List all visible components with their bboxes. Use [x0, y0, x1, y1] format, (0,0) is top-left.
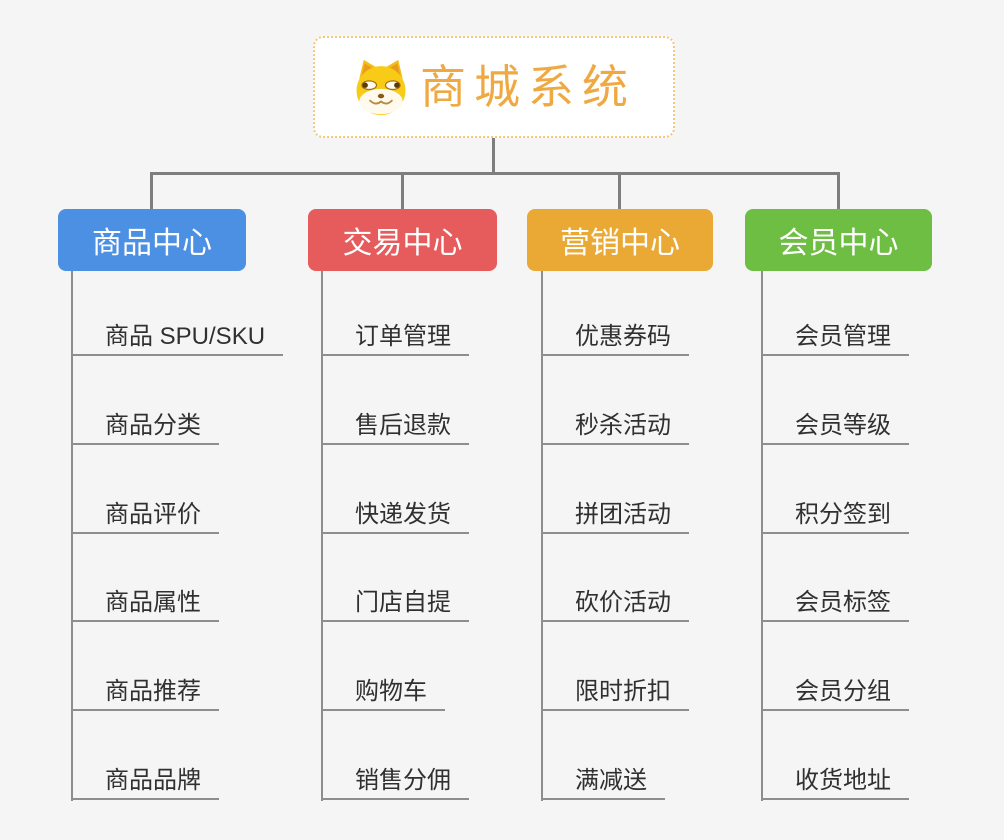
- connector-horizontal-bar: [150, 172, 840, 175]
- child-node[interactable]: 满减送: [541, 766, 665, 800]
- child-node[interactable]: 商品评价: [71, 500, 219, 534]
- child-node[interactable]: 砍价活动: [541, 588, 689, 622]
- branch-node-member-center[interactable]: 会员中心: [745, 209, 932, 271]
- child-node[interactable]: 收货地址: [761, 766, 909, 800]
- root-node[interactable]: 商城系统: [313, 36, 675, 138]
- branch-node-marketing-center[interactable]: 营销中心: [527, 209, 713, 271]
- branch-spine-marketing: [541, 271, 543, 801]
- connector-drop-member: [837, 172, 840, 210]
- child-node[interactable]: 会员分组: [761, 677, 909, 711]
- child-node[interactable]: 门店自提: [321, 588, 469, 622]
- connector-drop-marketing: [618, 172, 621, 210]
- branch-node-product-center[interactable]: 商品中心: [58, 209, 246, 271]
- branch-spine-member: [761, 271, 763, 801]
- child-node[interactable]: 商品 SPU/SKU: [71, 322, 284, 356]
- child-node[interactable]: 商品分类: [71, 411, 219, 445]
- child-node[interactable]: 快递发货: [321, 500, 469, 534]
- doge-icon: [352, 58, 410, 116]
- child-node[interactable]: 商品属性: [71, 588, 219, 622]
- connector-root-stem: [492, 138, 495, 175]
- child-node[interactable]: 售后退款: [321, 411, 469, 445]
- child-node[interactable]: 销售分佣: [321, 766, 469, 800]
- child-node[interactable]: 会员等级: [761, 411, 909, 445]
- child-node[interactable]: 会员标签: [761, 588, 909, 622]
- child-node[interactable]: 订单管理: [321, 322, 469, 356]
- child-node[interactable]: 会员管理: [761, 322, 909, 356]
- child-node[interactable]: 优惠券码: [541, 322, 689, 356]
- child-node[interactable]: 拼团活动: [541, 500, 689, 534]
- branch-spine-trade: [321, 271, 323, 801]
- child-node[interactable]: 秒杀活动: [541, 411, 689, 445]
- connector-drop-trade: [401, 172, 404, 210]
- root-label: 商城系统: [420, 61, 636, 113]
- child-node[interactable]: 购物车: [321, 677, 445, 711]
- branch-node-trade-center[interactable]: 交易中心: [308, 209, 497, 271]
- child-node[interactable]: 商品品牌: [71, 766, 219, 800]
- branch-spine-product: [71, 271, 73, 801]
- connector-drop-product: [150, 172, 153, 210]
- child-node[interactable]: 积分签到: [761, 500, 909, 534]
- child-node[interactable]: 限时折扣: [541, 677, 689, 711]
- child-node[interactable]: 商品推荐: [71, 677, 219, 711]
